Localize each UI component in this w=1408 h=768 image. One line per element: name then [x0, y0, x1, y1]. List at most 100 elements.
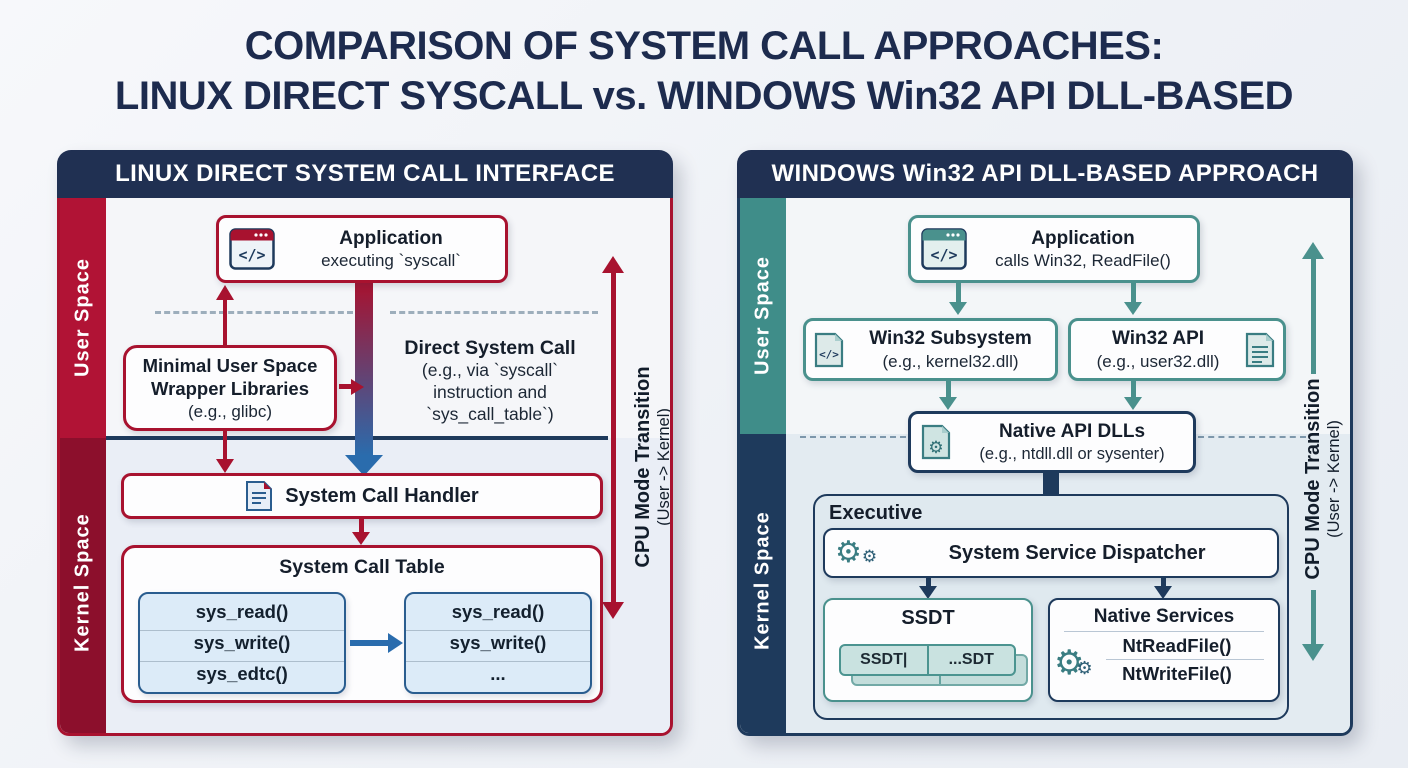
linux-kernel-space-label: Kernel Space — [71, 513, 94, 653]
linux-syscall-list-left: sys_read() sys_write() sys_edtc() — [138, 592, 346, 694]
service-item: NtWriteFile() — [1122, 662, 1232, 684]
linux-wrapper-up-arrow-stem — [223, 299, 227, 345]
windows-ssdt-title: SSDT — [901, 607, 955, 629]
windows-subsystem-line1: Win32 Subsystem — [869, 328, 1032, 349]
windows-application-title: Application — [1031, 227, 1135, 249]
file-code-icon: </> — [814, 331, 844, 369]
linux-table-arrow-head — [388, 633, 403, 653]
syscall-item: sys_write() — [140, 630, 344, 655]
document-icon — [1245, 331, 1275, 369]
windows-kernel-space-label: Kernel Space — [751, 511, 774, 651]
windows-dispatcher-left-arrow-head — [919, 586, 937, 599]
linux-dashed-line-left — [155, 311, 353, 314]
windows-panel-title: WINDOWS Win32 API DLL-BASED APPROACH — [771, 160, 1319, 187]
linux-direct-line3: instruction and — [433, 382, 547, 403]
page-title-line2: LINUX DIRECT SYSCALL vs. WINDOWS Win32 A… — [114, 74, 1294, 118]
linux-cpu-arrow-head-down — [602, 602, 624, 619]
windows-app-left-arrow-stem — [956, 283, 961, 303]
windows-application-subtitle: calls Win32, ReadFile() — [995, 251, 1171, 271]
linux-direct-call-note: Direct System Call (e.g., via `syscall` … — [382, 336, 598, 426]
linux-direct-line2: (e.g., via `syscall` — [421, 360, 559, 381]
windows-cpu-up-arrow-head — [1302, 242, 1324, 259]
browser-code-icon: </> — [921, 228, 967, 270]
windows-api-down-arrow-head — [1124, 397, 1142, 410]
linux-panel-title: LINUX DIRECT SYSTEM CALL INTERFACE — [115, 160, 615, 187]
linux-application-subtitle: executing `syscall` — [321, 251, 461, 271]
windows-api-line2: (e.g., user32.dll) — [1096, 351, 1220, 371]
windows-dispatcher-right-arrow-head — [1154, 586, 1172, 599]
linux-handler-box: System Call Handler — [121, 473, 603, 519]
windows-api-box: Win32 API (e.g., user32.dll) — [1068, 318, 1286, 381]
gear-file-icon: ⚙ — [921, 423, 951, 461]
linux-table-arrow-stem — [350, 640, 390, 646]
windows-app-left-arrow-head — [949, 302, 967, 315]
linux-cpu-line1: CPU Mode Transition — [632, 366, 654, 568]
svg-text:</>: </> — [930, 246, 957, 264]
linux-wrapper-line1: Minimal User Space — [142, 355, 318, 377]
windows-native-api-box: ⚙ Native API DLLs (e.g., ntdll.dll or sy… — [908, 411, 1196, 473]
windows-subsystem-line2: (e.g., kernel32.dll) — [882, 351, 1019, 371]
windows-panel: WINDOWS Win32 API DLL-BASED APPROACH Use… — [737, 150, 1353, 736]
windows-api-down-arrow-stem — [1131, 381, 1136, 398]
linux-panel-header: LINUX DIRECT SYSTEM CALL INTERFACE — [57, 150, 673, 198]
linux-wrapper-line3: (e.g., glibc) — [187, 401, 273, 421]
linux-wrapper-up-arrow-head — [216, 285, 234, 300]
linux-handler-label: System Call Handler — [285, 484, 479, 507]
windows-application-box: </> Application calls Win32, ReadFile() — [908, 215, 1200, 283]
gears-icon: ⚙⚙ — [835, 535, 878, 570]
syscall-item: sys_read() — [451, 601, 545, 622]
windows-cpu-down-arrow-head — [1302, 644, 1324, 661]
windows-ssdt-box: SSDT SSDT| ...SDT — [823, 598, 1033, 702]
syscall-item: sys_read() — [195, 601, 289, 622]
windows-user-space-band — [740, 198, 786, 434]
linux-direct-line1: Direct System Call — [404, 337, 576, 359]
linux-cpu-transition-label: CPU Mode Transition (User -> Kernel) — [624, 302, 673, 632]
ssdt-cell: ...SDT — [948, 651, 994, 668]
linux-syscall-table-title: System Call Table — [279, 556, 445, 578]
linux-syscall-arrow-stem — [355, 282, 373, 456]
linux-panel: LINUX DIRECT SYSTEM CALL INTERFACE User … — [57, 150, 673, 736]
linux-wrapper-down-arrow-head — [216, 459, 234, 473]
windows-dispatcher-label: System Service Dispatcher — [948, 541, 1206, 564]
linux-cpu-line2: (User -> Kernel) — [655, 408, 673, 526]
linux-application-title: Application — [339, 227, 443, 249]
windows-executive-label: Executive — [829, 502, 923, 524]
linux-syscall-arrow-head — [345, 455, 383, 476]
linux-user-space-band — [60, 198, 106, 438]
windows-cpu-line1: CPU Mode Transition — [1302, 378, 1324, 580]
linux-application-box: </> Application executing `syscall` — [216, 215, 508, 283]
windows-native-line2: (e.g., ntdll.dll or sysenter) — [979, 444, 1165, 463]
windows-cpu-line2: (User -> Kernel) — [1325, 420, 1343, 538]
windows-subsystem-box: </> Win32 Subsystem (e.g., kernel32.dll) — [803, 318, 1058, 381]
svg-text:</>: </> — [238, 246, 265, 264]
linux-dashed-line-right — [390, 311, 598, 314]
linux-wrapper-right-arrow-head — [351, 379, 364, 395]
linux-direct-line4: `sys_call_table`) — [426, 404, 554, 425]
linux-cpu-arrow-stem — [611, 270, 616, 604]
windows-dispatcher-right-arrow-stem — [1161, 578, 1166, 587]
syscall-item: ... — [406, 661, 590, 686]
service-item: NtReadFile() — [1122, 634, 1232, 656]
gears-icon: ⚙⚙ — [1054, 643, 1093, 683]
windows-panel-header: WINDOWS Win32 API DLL-BASED APPROACH — [737, 150, 1353, 198]
windows-ssdt-table: SSDT| ...SDT — [839, 644, 1016, 676]
linux-panel-body: User Space Kernel Space — [57, 198, 673, 736]
linux-wrapper-box: Minimal User Space Wrapper Libraries (e.… — [123, 345, 337, 431]
windows-subsystem-down-arrow-stem — [946, 381, 951, 398]
windows-subsystem-down-arrow-head — [939, 397, 957, 410]
windows-user-space-label: User Space — [751, 256, 774, 376]
windows-cpu-down-arrow-stem — [1311, 590, 1316, 646]
windows-services-title: Native Services — [1093, 606, 1235, 627]
windows-app-right-arrow-stem — [1131, 283, 1136, 303]
windows-app-right-arrow-head — [1124, 302, 1142, 315]
svg-text:</>: </> — [819, 348, 839, 361]
windows-api-line1: Win32 API — [1111, 328, 1205, 349]
page-title-line1: COMPARISON OF SYSTEM CALL APPROACHES: — [244, 24, 1164, 68]
linux-cpu-arrow-head-up — [602, 256, 624, 273]
windows-native-services-box: Native Services NtReadFile() NtWriteFile… — [1048, 598, 1280, 702]
windows-panel-body: User Space Kernel Space </> Application — [737, 198, 1353, 736]
linux-kernel-space-band — [60, 438, 106, 733]
linux-handler-arrow-stem — [359, 519, 364, 533]
windows-cpu-up-arrow-stem — [1311, 256, 1316, 374]
